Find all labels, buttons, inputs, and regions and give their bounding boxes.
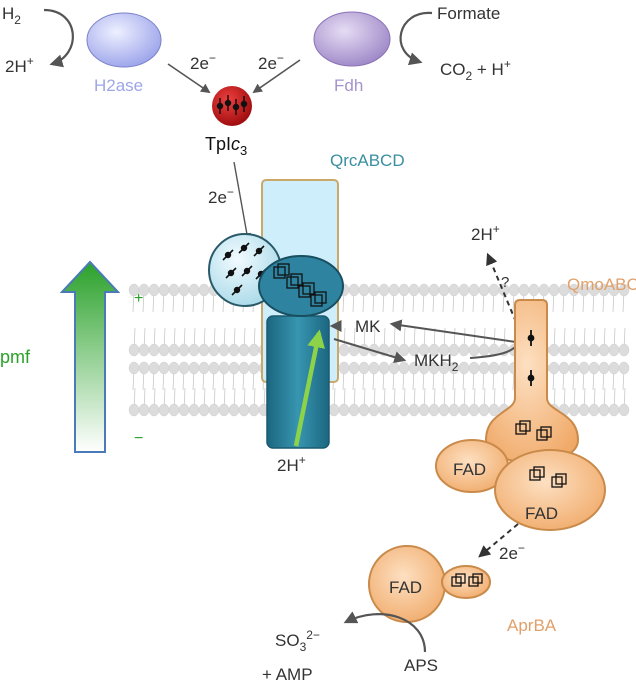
- qmo-to-mk-arrow: [389, 319, 517, 343]
- qmo-proton-arrow: [486, 252, 517, 323]
- h2-oxidation-arrow: [43, 8, 74, 68]
- electron-arrow-fdh: [252, 59, 301, 94]
- fdh-label: Fdh: [334, 76, 363, 95]
- qmo-fad-cluster-icons: [529, 466, 567, 488]
- qrc-fes-cluster-icons: [273, 263, 327, 307]
- mk-label: MK: [355, 317, 381, 336]
- pmf-arrow: [59, 260, 121, 453]
- apr-fes-subunit: [441, 565, 491, 599]
- question-mark: ?: [501, 274, 509, 291]
- co2-label: CO2 + H+: [440, 57, 511, 83]
- qmo-fad-domain-2: [494, 449, 606, 531]
- tplc3-cytochrome: [212, 86, 252, 126]
- apr-fes-cluster-icons: [451, 573, 483, 587]
- h2-label: H2: [2, 4, 21, 27]
- electron-label-fdh: 2e−: [258, 51, 284, 73]
- qrc-label: QrcABCD: [330, 151, 405, 170]
- formate-oxidation-arrow: [399, 11, 433, 66]
- fad-label-3: FAD: [389, 578, 422, 597]
- aps-reduction-arrow: [343, 611, 427, 653]
- plus-sign: +: [134, 290, 143, 307]
- minus-sign: −: [134, 430, 143, 447]
- membrane-bilayer: [128, 283, 630, 417]
- mkh2-label: MKH2: [414, 351, 459, 374]
- fad-label-1: FAD: [453, 460, 486, 479]
- electron-label-h2ase: 2e−: [190, 51, 216, 73]
- apr-label: AprBA: [507, 616, 557, 635]
- h2ase-label: H2ase: [94, 76, 143, 95]
- qmo-protons-label: 2H+: [471, 222, 500, 244]
- electron-arrow-qrc: [233, 161, 251, 242]
- qrc-to-mkh2-arrow: [333, 338, 407, 363]
- qrc-heme-icons: [222, 242, 267, 296]
- formate-label: Formate: [437, 4, 500, 23]
- fdh-enzyme: [313, 11, 391, 67]
- tplc3-label: TpIc3: [205, 134, 247, 158]
- h2ase-enzyme: [86, 12, 162, 68]
- heme-icons: [216, 95, 248, 115]
- qrc-protons-label: 2H+: [277, 453, 306, 475]
- electron-label-qrc: 2e−: [208, 185, 234, 207]
- h2ase-protons-label: 2H+: [5, 54, 34, 76]
- sulfite-label: SO32−: [275, 628, 320, 654]
- fad-label-2: FAD: [525, 504, 558, 523]
- amp-label: + AMP: [262, 665, 313, 684]
- qmo-label: QmoABC: [567, 275, 636, 294]
- pmf-label: pmf: [0, 347, 31, 367]
- qrc-proton-arrow: [293, 329, 325, 447]
- qmo-heme-icons: [527, 330, 535, 386]
- electron-label-apr: 2e−: [499, 541, 525, 563]
- qmo-fes-cluster-icons: [515, 420, 552, 441]
- qmo-subunit-c: [484, 299, 580, 464]
- electron-arrow-h2ase: [167, 63, 211, 94]
- aps-label: APS: [404, 656, 438, 675]
